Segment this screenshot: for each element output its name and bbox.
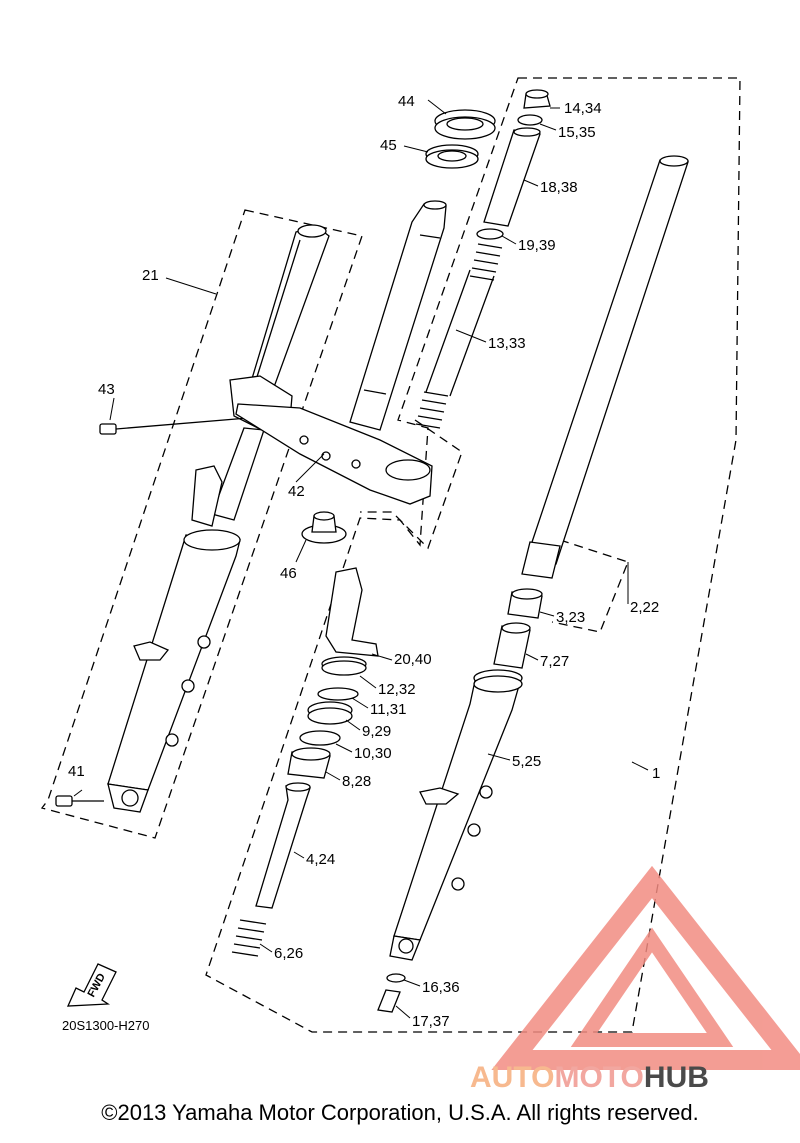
callout: 43	[98, 381, 115, 398]
callout: 21	[142, 267, 159, 284]
damper-assembly	[231, 567, 379, 957]
callout: 1	[652, 765, 660, 782]
leader-lines	[73, 99, 649, 1019]
callout: 9,29	[362, 723, 391, 740]
right-fork-assembly	[377, 89, 689, 1013]
copyright-notice: ©2013 Yamaha Motor Corporation, U.S.A. A…	[101, 1100, 699, 1125]
logo-triangle-icon	[491, 865, 800, 1070]
fwd-arrow-icon: FWD	[66, 963, 117, 1007]
callout: 11,31	[370, 701, 406, 718]
steering-stem-assembly	[235, 109, 496, 544]
callout: 41	[68, 763, 85, 780]
watermark-logo	[491, 865, 800, 1070]
callout: 4,24	[306, 851, 335, 868]
callout: 15,35	[558, 124, 596, 141]
watermark-moto: MOTO	[554, 1061, 643, 1094]
callout: 8,28	[342, 773, 371, 790]
part-code: 20S1300-H270	[62, 1018, 149, 1033]
callout: 12,32	[378, 681, 416, 698]
callout: 19,39	[518, 237, 556, 254]
callout: 2,22	[630, 599, 659, 616]
callout: 46	[280, 565, 297, 582]
watermark-hub: HUB	[644, 1061, 709, 1094]
callout-labels: 44 45 14,34 15,35 18,38 19,39 13,33 21 4…	[68, 93, 660, 1030]
group-boundaries	[40, 77, 741, 1033]
callout: 7,27	[540, 653, 569, 670]
callout: 16,36	[422, 979, 460, 996]
callout: 20,40	[394, 651, 432, 668]
callout: 44	[398, 93, 415, 110]
left-fork-assembly	[55, 224, 330, 813]
watermark-auto: AUTO	[470, 1061, 554, 1094]
callout: 18,38	[540, 179, 578, 196]
callout: 3,23	[556, 609, 585, 626]
callout: 42	[288, 483, 305, 500]
callout: 5,25	[512, 753, 541, 770]
callout: 14,34	[564, 100, 602, 117]
callout: 13,33	[488, 335, 526, 352]
callout: 10,30	[354, 745, 392, 762]
callout: 17,37	[412, 1013, 450, 1030]
callout: 45	[380, 137, 397, 154]
watermark-text: AUTOMOTOHUB	[470, 1061, 709, 1094]
callout: 6,26	[274, 945, 303, 962]
